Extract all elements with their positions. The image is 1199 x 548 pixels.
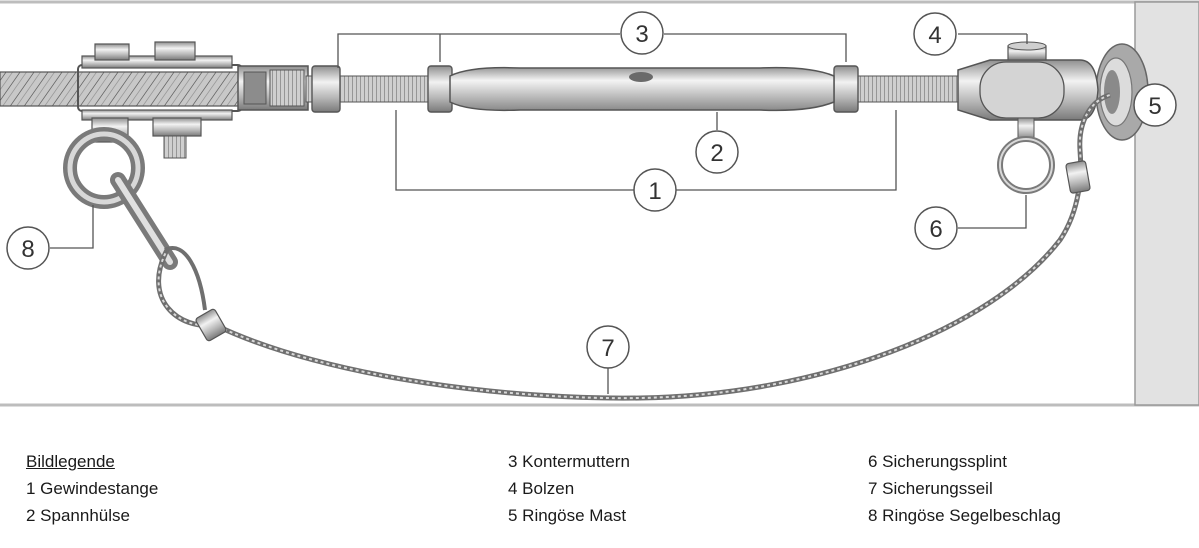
callout-5: 5 xyxy=(1133,83,1177,127)
svg-text:3: 3 xyxy=(635,21,648,48)
turnbuckle-sleeve xyxy=(449,66,835,112)
snap-hook xyxy=(110,172,178,270)
mast xyxy=(1134,1,1199,406)
turnbuckle-diagram: 1 2 3 4 5 6 7 8 xyxy=(0,0,1199,407)
callout-4: 4 xyxy=(913,12,957,56)
wire-rope xyxy=(0,71,241,107)
callout-2: 2 xyxy=(695,130,739,174)
callout-1: 1 xyxy=(633,168,677,212)
svg-text:2: 2 xyxy=(710,140,723,167)
legend-item-1: 1 Gewindestange xyxy=(26,479,159,498)
svg-text:5: 5 xyxy=(1148,93,1161,120)
legend-item-6: 6 Sicherungssplint xyxy=(868,452,1007,471)
legend-item-7: 7 Sicherungsseil xyxy=(868,479,993,498)
legend-title: Bildlegende xyxy=(26,452,115,471)
callout-7: 7 xyxy=(586,325,630,369)
legend-column-2: 3 Kontermuttern 4 Bolzen 5 Ringöse Mast xyxy=(508,448,630,529)
callout-leaders xyxy=(50,33,1028,394)
svg-text:8: 8 xyxy=(21,236,34,263)
callout-3: 3 xyxy=(620,11,664,55)
callout-8: 8 xyxy=(6,226,50,270)
lock-nuts xyxy=(311,65,859,113)
safety-pin-ring xyxy=(997,136,1055,194)
mast-eye-bolt xyxy=(1095,43,1149,141)
legend-item-4: 4 Bolzen xyxy=(508,479,575,498)
legend-item-5: 5 Ringöse Mast xyxy=(508,506,627,525)
safety-cable xyxy=(156,92,1111,401)
callout-6: 6 xyxy=(914,206,958,250)
legend-item-3: 3 Kontermuttern xyxy=(508,452,630,471)
svg-text:1: 1 xyxy=(648,178,661,205)
legend-column-3: 6 Sicherungssplint 7 Sicherungsseil 8 Ri… xyxy=(868,448,1061,529)
legend-column-1: Bildlegende 1 Gewindestange 2 Spannhülse xyxy=(26,448,158,529)
legend-item-2: 2 Spannhülse xyxy=(26,506,130,525)
svg-text:4: 4 xyxy=(928,22,941,49)
left-end-fitting xyxy=(237,65,309,111)
right-end-fitting xyxy=(957,41,1099,141)
legend-item-8: 8 Ringöse Segelbeschlag xyxy=(868,506,1061,525)
svg-text:7: 7 xyxy=(601,335,614,362)
sail-eye-bolt xyxy=(63,117,145,209)
svg-text:6: 6 xyxy=(929,216,942,243)
